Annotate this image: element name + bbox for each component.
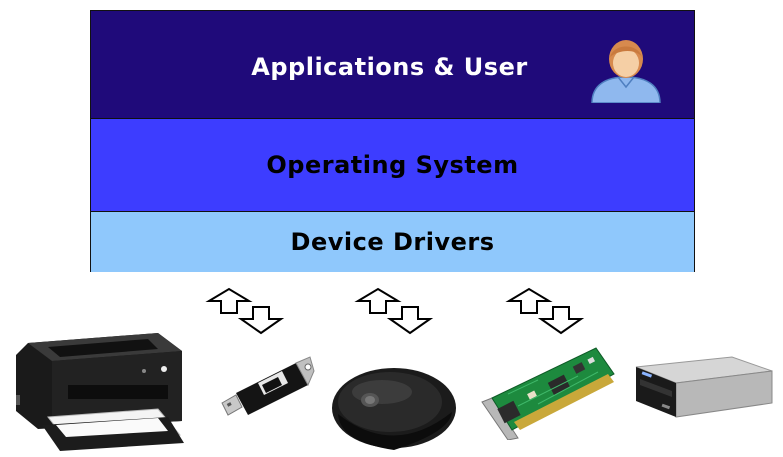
operating-system-layer: Operating System [91,119,694,212]
user-icon [591,40,661,103]
bidirectional-arrows-icon [505,287,585,335]
operating-system-label: Operating System [266,151,519,179]
network-card-icon [481,347,615,440]
applications-user-label: Applications & User [251,52,528,81]
optical-drive-icon [635,356,773,418]
printer-icon [16,333,184,451]
mouse-icon [332,368,456,450]
usb-drive-icon [221,356,315,416]
applications-user-layer: Applications & User [91,11,694,119]
device-drivers-label: Device Drivers [290,228,495,256]
software-stack-diagram: Applications & User Operating System Dev… [90,10,695,272]
bidirectional-arrows-icon [205,287,285,335]
device-drivers-layer: Device Drivers [91,212,694,272]
bidirectional-arrows-icon [354,287,434,335]
